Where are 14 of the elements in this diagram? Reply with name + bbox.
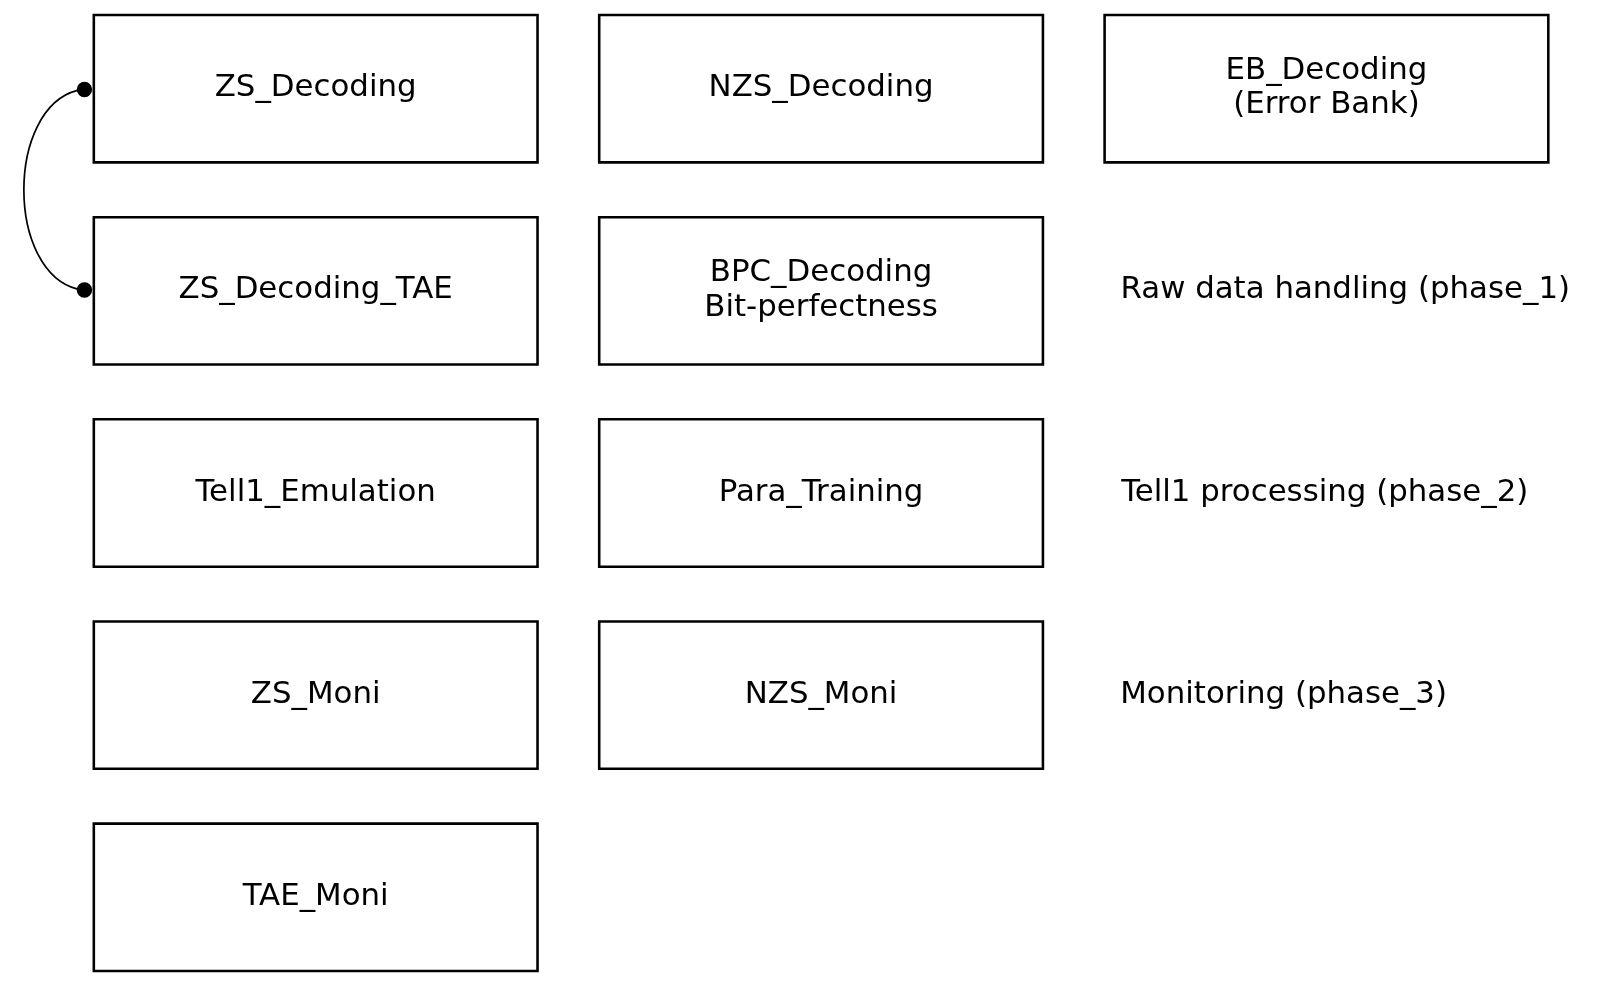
node-box: ZS_Moni (92, 620, 539, 771)
node-box: TAE_Moni (92, 822, 539, 973)
node-box: Para_Training (597, 418, 1044, 568)
node-box: EB_Decoding (Error Bank) (1102, 13, 1550, 164)
label: Monitoring (phase_3) (1119, 673, 1447, 710)
connector (22, 81, 92, 298)
node-box: BPC_Decoding Bit-perfectness (597, 215, 1044, 366)
node-box: NZS_Decoding (597, 13, 1044, 164)
node-box: ZS_Decoding (92, 13, 539, 164)
node-box: NZS_Moni (597, 620, 1044, 771)
node-box: Tell1_Emulation (92, 418, 539, 568)
node-box: ZS_Decoding_TAE (92, 215, 539, 366)
label: Tell1 processing (phase_2) (1120, 471, 1528, 508)
label: Raw data handling (phase_1) (1120, 269, 1570, 306)
